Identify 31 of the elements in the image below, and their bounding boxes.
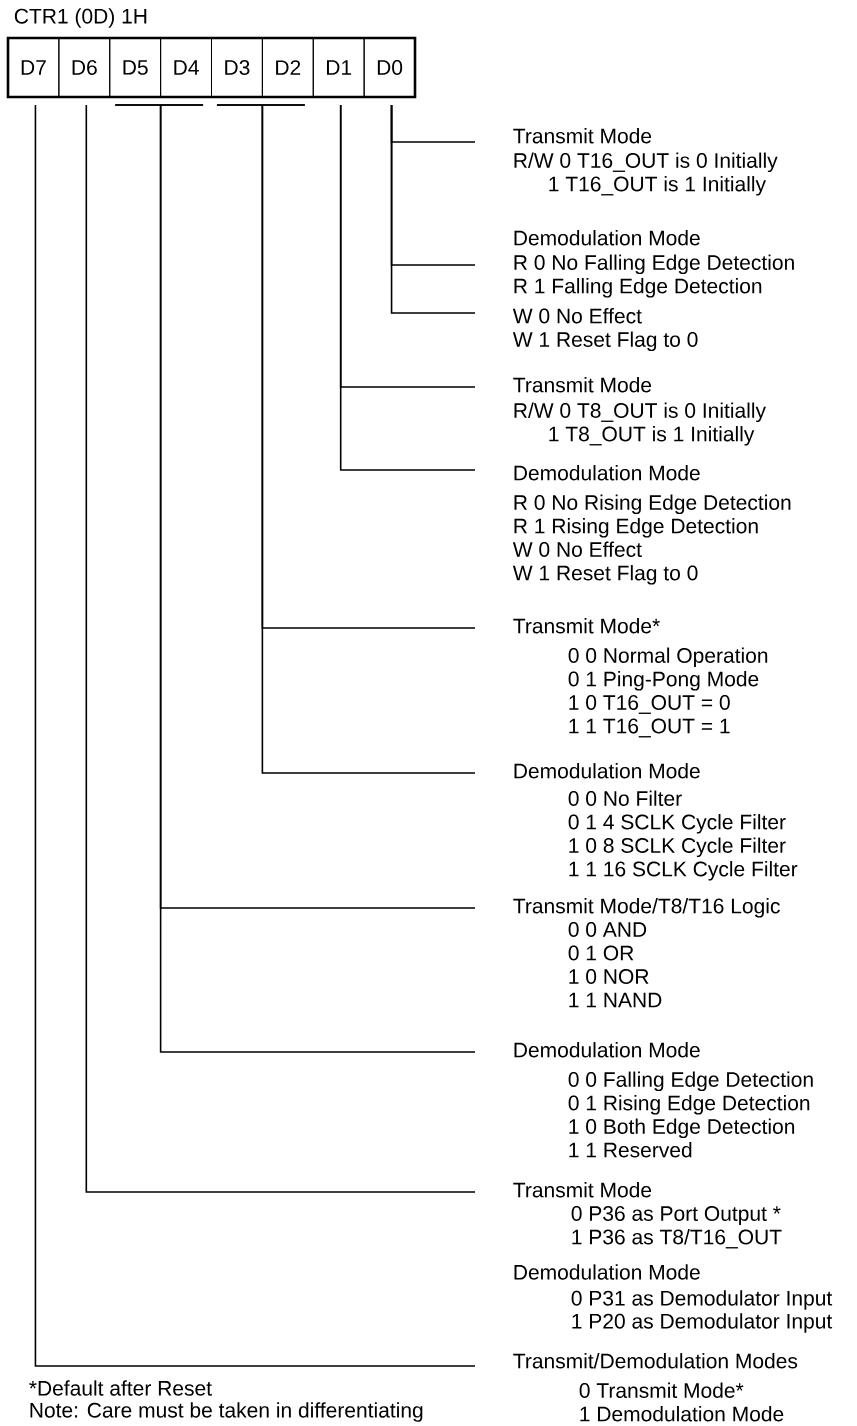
connector-line xyxy=(339,104,476,471)
bit-cell: D5 xyxy=(109,37,162,98)
footnote: *Default after Reset xyxy=(29,1380,212,1396)
description-heading: Demodulation Mode xyxy=(514,1264,700,1280)
connector-line xyxy=(390,104,476,314)
register-title: CTR1 (0D) 1H xyxy=(14,8,147,28)
bit-description: Demodulation Mode R 0 No Rising Edge Detection R 1 Rising Edge Detection W 0 No Effect W 1 Reset Flag to 0 xyxy=(512,465,791,585)
bit-description: Demodulation Mode 0 0 Falling Edge Detection 0 1 Rising Edge Detection 1 0 Both Edge Detection 1 1 Reserved xyxy=(514,1042,813,1158)
connector-line xyxy=(216,104,476,774)
bit-cell: D0 xyxy=(363,37,416,98)
bit-description: Transmit/Demodulation Modes 0 Transmit Mode* 1 Demodulation Mode xyxy=(513,1353,798,1422)
description-row: 1 P20 as Demodulator Input xyxy=(572,1313,833,1333)
bit-description: Demodulation Mode R 0 No Falling Edge Detection R 1 Falling Edge Detection xyxy=(514,230,794,298)
note-text: Note: Care must be taken in differentiating xyxy=(30,1402,423,1422)
bit-description: Transmit Mode/T8/T16 Logic 0 0 AND 0 1 OR 1 0 NOR 1 1 NAND xyxy=(513,898,780,1008)
connector-line xyxy=(114,104,476,1053)
bit-cell: D3 xyxy=(211,37,263,98)
bit-cell: D1 xyxy=(312,37,365,98)
bit-description: Demodulation Mode 0 0 No Filter 0 1 4 SCLK Cycle Filter 1 0 8 SCLK Cycle Filter 1 1 16 SCLK Cycle Filter xyxy=(514,763,798,881)
connector-line xyxy=(85,104,476,1193)
description-row: 0 P31 as Demodulator Input xyxy=(571,1290,833,1310)
bit-cell: D6 xyxy=(58,37,111,98)
bit-cell: D2 xyxy=(261,37,314,98)
bit-description: Transmit Mode R/W 0 T8_OUT is 0 Initially 1 T8_OUT is 1 Initially xyxy=(513,377,766,446)
bit-cell: D4 xyxy=(160,37,212,98)
connector-line xyxy=(34,104,476,1367)
bit-description: W 0 No Effect W 1 Reset Flag to 0 xyxy=(512,308,698,352)
node-label: D7 xyxy=(21,60,46,75)
bit-description: Transmit Mode R/W 0 T16_OUT is 0 Initially 1 T16_OUT is 1 Initially xyxy=(513,128,778,196)
bit-description: Transmit Mode 0 P36 as Port Output * 1 P36 as T8/T16_OUT xyxy=(513,1182,782,1249)
bit-description: Transmit Mode* 0 0 Normal Operation 0 1 Ping-Pong Mode 1 0 T16_OUT = 0 1 1 T16_OUT = 1 xyxy=(513,618,768,738)
